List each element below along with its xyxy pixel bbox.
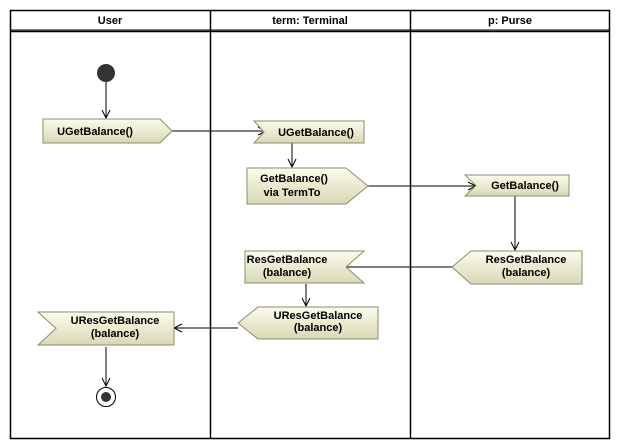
accept-signal-uresgetbalance-user: UResGetBalance (balance) — [36, 311, 175, 346]
node-label-line-2: (balance) — [263, 267, 312, 279]
node-label-line-1: UResGetBalance — [274, 310, 363, 322]
send-signal-uget-user: UGetBalance() — [42, 118, 173, 144]
initial-node — [97, 64, 115, 82]
send-signal-uresgetbalance-terminal: UResGetBalance (balance) — [237, 306, 379, 340]
node-label: GetBalance() — [491, 180, 559, 192]
final-node — [96, 387, 116, 407]
node-label-line-2: via TermTo — [263, 187, 320, 199]
node-label-line-1: GetBalance() — [260, 173, 328, 185]
lane-title-terminal: term: Terminal — [272, 15, 348, 27]
lane-title-purse: p: Purse — [488, 15, 532, 27]
lane-title-user: User — [98, 15, 123, 27]
node-label-line-1: UResGetBalance — [71, 315, 160, 327]
node-label-line-2: (balance) — [294, 322, 343, 334]
node-label: UGetBalance() — [57, 126, 133, 138]
node-label-line-1: ResGetBalance — [486, 254, 567, 266]
accept-signal-getbalance-purse: GetBalance() — [463, 174, 570, 197]
control-flows — [106, 82, 515, 386]
send-signal-getbalance-terminal: GetBalance() via TermTo — [246, 167, 369, 205]
node-label-line-1: ResGetBalance — [247, 254, 328, 266]
accept-signal-resgetbalance-terminal: ResGetBalance (balance) — [244, 250, 366, 284]
node-label-line-2: (balance) — [91, 328, 140, 340]
send-signal-resgetbalance-purse: ResGetBalance (balance) — [451, 250, 583, 285]
swimlane-frame — [9, 9, 611, 440]
node-label-line-2: (balance) — [502, 267, 551, 279]
node-label: UGetBalance() — [278, 127, 354, 139]
accept-signal-uget-terminal: UGetBalance() — [252, 120, 365, 144]
